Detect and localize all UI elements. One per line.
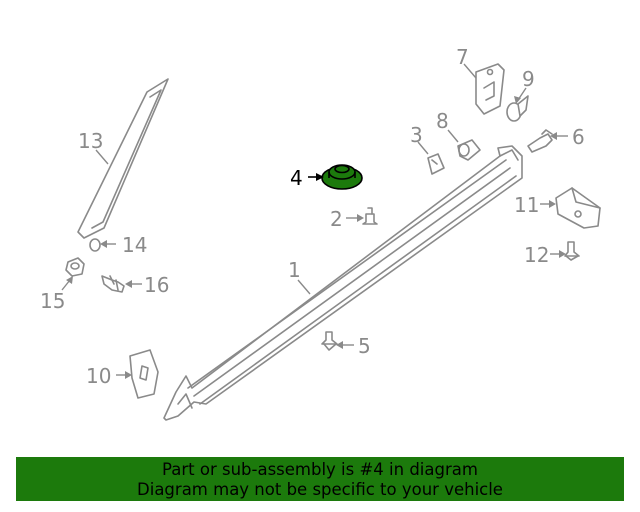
part-9-push-pin[interactable]: [506, 95, 529, 122]
callout-labels: 1 2 3 4 5 6 7 8 9 10 11 12 13 14 15 16: [40, 45, 585, 388]
part-10-cover[interactable]: [129, 349, 159, 399]
callout-14[interactable]: 14: [122, 233, 147, 257]
callout-10[interactable]: 10: [86, 364, 111, 388]
part-15-nut[interactable]: [65, 257, 85, 277]
part-4-grommet[interactable]: [321, 164, 363, 190]
callout-2[interactable]: 2: [330, 207, 343, 231]
part-6-bolt[interactable]: [527, 129, 553, 153]
part-12-bolt[interactable]: [564, 241, 580, 261]
callout-16[interactable]: 16: [144, 273, 169, 297]
part-16-bolt[interactable]: [101, 275, 125, 293]
part-14-o-ring[interactable]: [89, 238, 101, 252]
part-2-clip[interactable]: [362, 207, 378, 225]
banner-line-2: Diagram may not be specific to your vehi…: [137, 480, 503, 499]
callout-8[interactable]: 8: [436, 109, 449, 133]
callout-13[interactable]: 13: [78, 129, 103, 153]
callout-12[interactable]: 12: [524, 243, 549, 267]
part-info-banner: Part or sub-assembly is #4 in diagram Di…: [16, 457, 624, 501]
callout-6[interactable]: 6: [572, 125, 585, 149]
leader-lines: [61, 63, 568, 379]
part-11-bracket[interactable]: [555, 187, 601, 229]
callout-3[interactable]: 3: [410, 123, 423, 147]
part-5-clip[interactable]: [321, 331, 338, 351]
part-8-bushing[interactable]: [457, 139, 481, 161]
part-7-bracket[interactable]: [475, 63, 505, 115]
part-13-pillar-trim[interactable]: [77, 78, 169, 239]
part-3-nut[interactable]: [427, 153, 445, 175]
callout-9[interactable]: 9: [522, 67, 535, 91]
callout-7[interactable]: 7: [456, 45, 469, 69]
callout-5[interactable]: 5: [358, 334, 371, 358]
part-1-rocker-panel[interactable]: [163, 145, 523, 421]
callout-15[interactable]: 15: [40, 289, 65, 313]
callout-11[interactable]: 11: [514, 193, 539, 217]
callout-1[interactable]: 1: [288, 258, 301, 282]
callout-4[interactable]: 4: [290, 166, 303, 190]
banner-line-1: Part or sub-assembly is #4 in diagram: [162, 460, 478, 479]
